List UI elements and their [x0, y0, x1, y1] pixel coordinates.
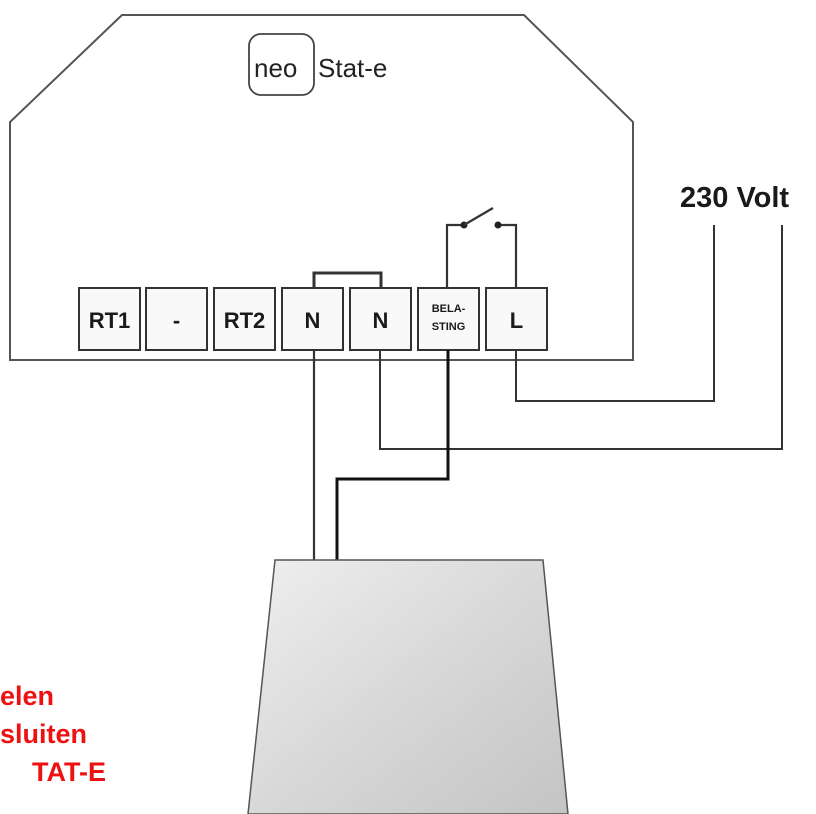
- load-switched-wire: [335, 350, 450, 562]
- device-logo: neo Stat-e: [248, 33, 387, 96]
- caption-line-1: elen: [0, 681, 55, 711]
- switch-contact-right: [494, 221, 502, 229]
- terminal-label: L: [510, 308, 523, 333]
- thermostat-housing: [9, 14, 634, 361]
- terminal-label-line1: BELA-: [432, 303, 466, 315]
- terminal-label: N: [373, 308, 389, 333]
- terminal-label-line2: STING: [432, 321, 466, 333]
- terminal-belasting: BELA- STING: [417, 287, 480, 351]
- terminal-rt2: RT2: [213, 287, 276, 351]
- neutral-supply-wire: [379, 225, 783, 450]
- terminal-label: RT1: [89, 308, 131, 333]
- logo-name: Stat-e: [318, 53, 387, 83]
- switch-wire-right: [500, 223, 518, 288]
- terminal-rt1: RT1: [78, 287, 141, 351]
- logo-prefix: neo: [254, 53, 297, 83]
- live-supply-wire: [515, 225, 715, 402]
- caption-text: elen sluiten TAT-E: [0, 677, 106, 791]
- switch-lever: [463, 207, 494, 226]
- switch-wire-left: [445, 223, 462, 288]
- terminal-label: N: [305, 308, 321, 333]
- terminal-strip: RT1 - RT2 N N BELA- STING L: [78, 287, 548, 351]
- terminal-l: L: [485, 287, 548, 351]
- caption-line-2: sluiten: [0, 719, 88, 749]
- caption-line-3: TAT-E: [32, 757, 106, 787]
- logo-badge: [248, 33, 315, 96]
- supply-voltage-label: 230 Volt: [680, 182, 790, 214]
- load-device: [247, 559, 569, 814]
- terminal-n2: N: [349, 287, 412, 351]
- terminal-minus: -: [145, 287, 208, 351]
- terminal-n1: N: [281, 287, 344, 351]
- neutral-bridge-wire: [312, 271, 383, 288]
- relay-switch: [445, 207, 518, 288]
- terminal-label: RT2: [224, 308, 266, 333]
- terminal-label: -: [173, 308, 180, 333]
